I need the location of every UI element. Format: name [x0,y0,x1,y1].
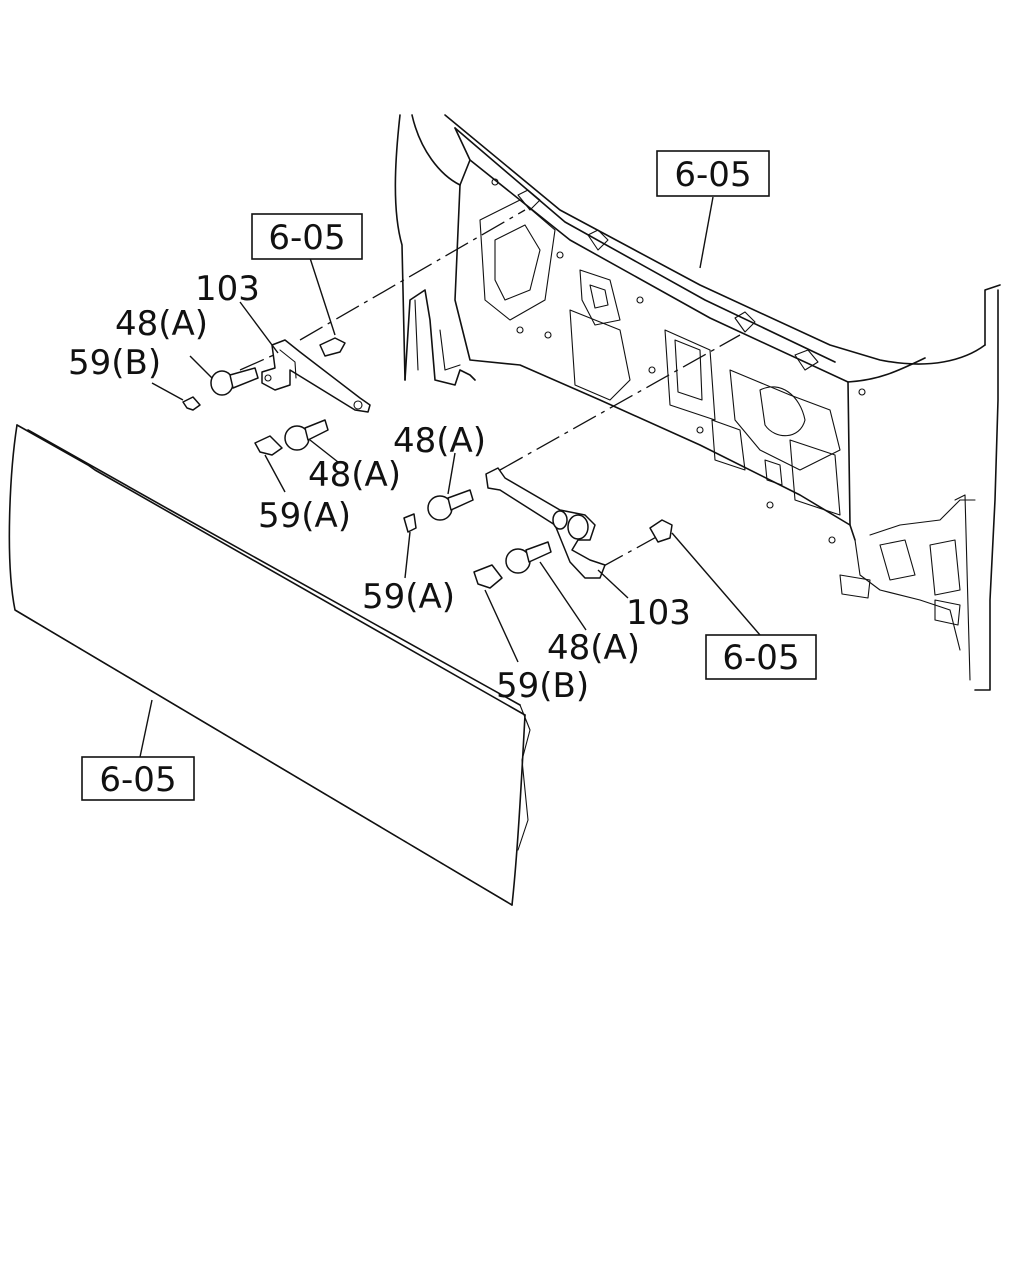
callout-48a-left-top: 48(A) [115,304,208,344]
left-bolt-48a-bottom [284,419,329,451]
leader-lines [139,196,761,758]
panel-holes [491,178,866,544]
center-clip-59b [473,564,503,589]
callout-48a-center-top: 48(A) [393,421,486,461]
left-bolt-48a-top [210,367,259,396]
ref-label-right: 6-05 [722,638,799,678]
callout-103-right: 103 [626,593,691,633]
ref-box-top-left[interactable]: 6-05 [251,213,363,260]
callout-103-left: 103 [195,269,260,309]
ref-box-top-right[interactable]: 6-05 [656,150,770,197]
ref-box-right[interactable]: 6-05 [705,634,817,680]
ref-box-bottom-left[interactable]: 6-05 [81,756,195,801]
callout-59b-left: 59(B) [68,343,161,383]
left-clip-59a [254,435,283,456]
center-bolt-48a-bottom [505,541,552,574]
ref-label-top-left: 6-05 [268,218,345,258]
callout-59a-center: 59(A) [362,577,455,617]
callout-48a-left-bottom: 48(A) [308,455,401,495]
lower-front-panel [8,424,531,906]
center-clip-59a [403,513,417,533]
cab-front-panel [394,114,1001,691]
left-bracket-103 [261,339,371,413]
center-bolt-48a-top [427,489,474,521]
center-screw-right [649,519,673,543]
callout-48a-center-bottom: 48(A) [547,628,640,668]
ref-label-bottom-left: 6-05 [99,760,176,800]
ref-label-top-right: 6-05 [674,155,751,195]
left-clip-59b [182,396,201,411]
callout-59b-center: 59(B) [496,666,589,706]
callout-59a-left: 59(A) [258,496,351,536]
assembly-lines [239,209,741,569]
left-screw-top [319,337,346,357]
right-bracket-103 [485,467,606,579]
